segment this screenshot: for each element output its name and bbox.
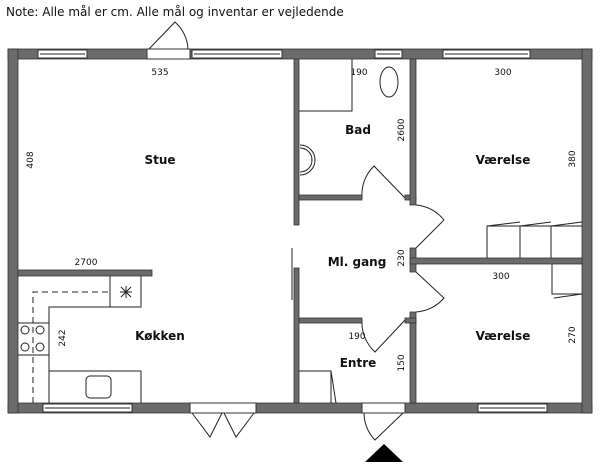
dim-entre-width: 190 — [348, 332, 365, 342]
dim-v2-height: 270 — [568, 326, 578, 343]
room-label-kokken: Køkken — [135, 329, 185, 343]
dim-bad-width: 190 — [350, 68, 367, 78]
fixtures — [18, 59, 583, 462]
toilet-icon — [379, 66, 399, 98]
windows — [37, 49, 548, 413]
room-label-bad: Bad — [345, 123, 371, 137]
dim-stue-width: 535 — [151, 68, 168, 78]
note-text: Note: Alle mål er cm. Alle mål og invent… — [6, 5, 344, 19]
room-label-stue: Stue — [144, 153, 175, 167]
dim-gang-height: 230 — [397, 249, 407, 266]
dim-stue-height: 408 — [26, 151, 36, 168]
dim-kitchen-height: 242 — [58, 329, 68, 346]
dim-bad-height: 2600 — [397, 118, 407, 141]
dim-entre-height: 150 — [397, 354, 407, 371]
dim-v2-width: 300 — [492, 272, 509, 282]
interior-walls — [17, 58, 583, 404]
room-label-gang: Ml. gang — [328, 255, 387, 269]
dim-v1-width: 300 — [494, 68, 511, 78]
entrance-arrow-icon — [365, 444, 403, 462]
room-label-vaerelse-1: Værelse — [476, 153, 531, 167]
dim-v1-height: 380 — [568, 150, 578, 167]
room-label-entre: Entre — [340, 356, 377, 370]
outer-walls — [7, 48, 593, 414]
dim-kitchen-width: 2700 — [75, 258, 98, 268]
room-label-vaerelse-2: Værelse — [476, 329, 531, 343]
